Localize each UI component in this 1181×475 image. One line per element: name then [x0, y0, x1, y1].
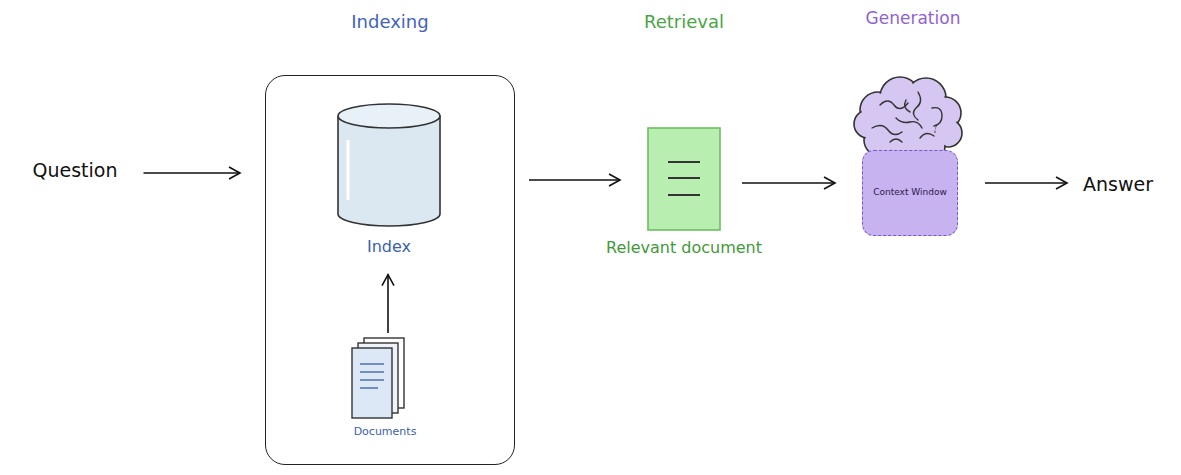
indexing-group: IndexingIndexDocuments — [265, 4, 517, 467]
flow-arrow — [529, 179, 620, 181]
stage-heading: Retrieval — [644, 11, 724, 33]
question-node: Question — [20, 150, 140, 192]
node-label: Context Window — [871, 187, 949, 198]
context-window: GenerationContext Window — [840, 4, 985, 244]
document-page — [648, 128, 720, 230]
documents-shape — [352, 338, 404, 420]
index-store: Index — [325, 95, 455, 270]
flow-arrow — [742, 182, 835, 184]
node-label: Question — [33, 159, 118, 182]
node-label: Documents — [354, 425, 417, 438]
node-label: Answer — [1083, 173, 1153, 196]
flow-arrow — [985, 182, 1067, 184]
retrieval-document-shape — [648, 128, 720, 230]
index-store-shape — [338, 104, 440, 230]
flow-arrow — [143, 172, 240, 174]
answer-node: Answer — [1070, 162, 1175, 204]
documents: Documents — [335, 330, 445, 445]
node-label: Indexing — [351, 11, 428, 33]
database-cylinder — [338, 104, 440, 226]
node-label: Index — [367, 237, 411, 256]
flow-arrow — [387, 275, 389, 333]
indexing-group-shape — [265, 75, 515, 465]
retrieval-document: RetrievalRelevant document — [585, 4, 795, 266]
stage-heading: Generation — [866, 8, 961, 28]
documents-stack — [352, 338, 404, 418]
node-label: Relevant document — [606, 238, 762, 257]
